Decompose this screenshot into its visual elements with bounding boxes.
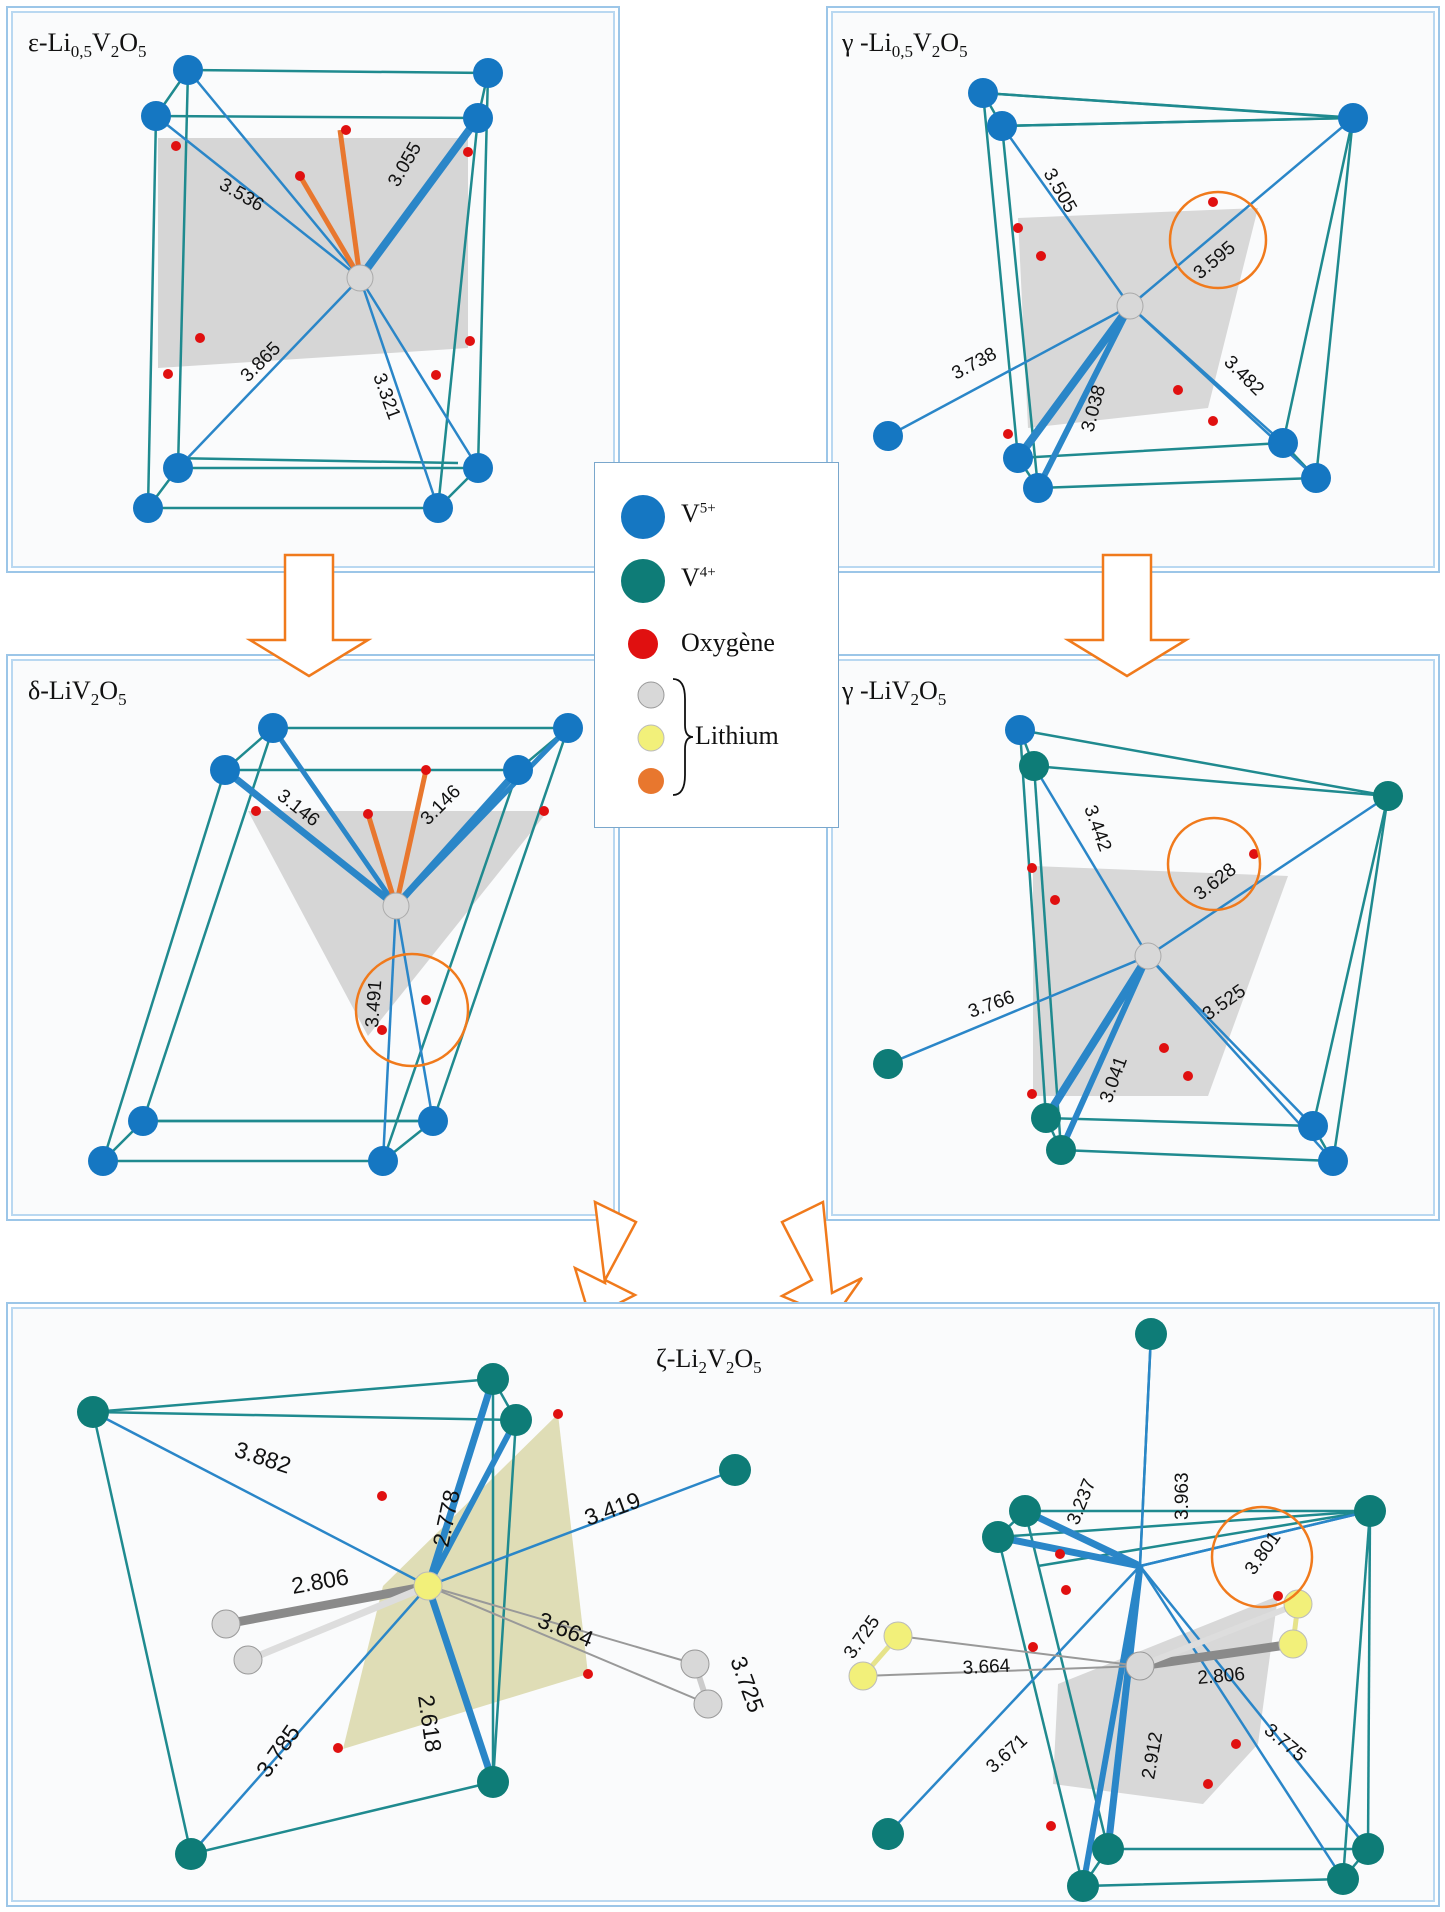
oxygen-swatch bbox=[628, 629, 658, 659]
v5-atoms bbox=[873, 78, 1368, 503]
panel-title: δ-LiV2O5 bbox=[28, 676, 127, 710]
distance-label: 2.806 bbox=[289, 1563, 350, 1599]
v5-swatch bbox=[621, 495, 665, 539]
distance-label: 3.738 bbox=[948, 344, 1000, 385]
lithium-yellow-swatch bbox=[637, 724, 665, 752]
distance-label: 3.725 bbox=[840, 1612, 884, 1663]
bonds-right bbox=[887, 1333, 1371, 1887]
lithium-center-right bbox=[1125, 1651, 1155, 1681]
bonds bbox=[222, 726, 570, 1162]
coordination-polyhedron bbox=[158, 138, 468, 368]
bonds bbox=[887, 765, 1389, 1162]
v4-atoms-left bbox=[77, 1363, 751, 1870]
oxygen-atoms bbox=[1027, 849, 1259, 1099]
coordination-polygon bbox=[343, 1414, 588, 1749]
gamma1-structure: 3.442 3.628 3.766 3.041 3.525 bbox=[873, 715, 1403, 1176]
lithium-atom bbox=[1134, 942, 1162, 970]
highlight-circle bbox=[354, 952, 470, 1068]
v5-atoms bbox=[133, 55, 503, 523]
distance-label: 3.963 bbox=[1172, 1472, 1193, 1520]
v4-swatch bbox=[621, 559, 665, 603]
legend: V5+ V4+ Oxygène Lithium bbox=[594, 462, 839, 828]
legend-v4-label: V4+ bbox=[681, 563, 716, 592]
distance-label: 3.664 bbox=[962, 1656, 1011, 1679]
distance-label: 3.505 bbox=[1039, 165, 1081, 217]
distance-label: 2.806 bbox=[1197, 1664, 1246, 1689]
v4-atoms-right bbox=[872, 1318, 1386, 1902]
panel-title: γ -Li0,5V2O5 bbox=[842, 28, 968, 62]
distance-label: 3.725 bbox=[725, 1653, 769, 1716]
bonds-left bbox=[92, 1377, 736, 1855]
distance-label: 3.775 bbox=[1260, 1720, 1310, 1767]
v4-atoms bbox=[873, 751, 1403, 1165]
distance-label: 3.801 bbox=[1241, 1528, 1285, 1579]
distance-label: 3.785 bbox=[251, 1720, 305, 1782]
highlight-circle bbox=[1210, 1505, 1314, 1609]
distance-label: 3.766 bbox=[966, 987, 1018, 1023]
oxygen-atoms-left bbox=[333, 1409, 593, 1753]
oxygen-atoms bbox=[163, 125, 475, 380]
highlight-circle bbox=[1166, 816, 1262, 912]
lithium-orange-swatch bbox=[638, 768, 664, 794]
bonds bbox=[887, 117, 1354, 490]
panel-gamma-05: γ -Li0,5V2O5 3.505 bbox=[826, 6, 1440, 573]
epsilon-structure: 3.536 3.055 3.865 3.321 bbox=[133, 55, 503, 523]
legend-v5-label: V5+ bbox=[681, 499, 716, 528]
panel-zeta: ζ-Li2V2O5 bbox=[6, 1302, 1440, 1907]
highlight-circle bbox=[1168, 190, 1268, 290]
lithium-center-left bbox=[413, 1571, 443, 1601]
lithium-brace bbox=[672, 678, 694, 796]
panel-epsilon: ε-Li0,5V2O5 3.536 3.0 bbox=[6, 6, 620, 573]
distance-label: 3.882 bbox=[231, 1436, 294, 1479]
lithium-atoms-right bbox=[848, 1589, 1313, 1691]
v5-atoms bbox=[1005, 715, 1348, 1176]
panel-gamma-1: γ -LiV2O5 bbox=[826, 654, 1440, 1221]
panel-title: ζ-Li2V2O5 bbox=[656, 1344, 762, 1378]
distance-label: 3.237 bbox=[1063, 1476, 1100, 1528]
distance-label: 3.671 bbox=[982, 1730, 1031, 1777]
oxygen-atoms-right bbox=[1028, 1549, 1283, 1831]
zeta-structure: 3.882 2.778 3.419 2.806 3.664 3.725 3.78… bbox=[77, 1318, 1386, 1902]
li-li-bonds-left bbox=[225, 1581, 711, 1705]
delta-structure: 3.146 3.146 3.491 bbox=[88, 713, 583, 1176]
lithium-white-swatch bbox=[637, 681, 665, 709]
lithium-atom bbox=[1116, 292, 1144, 320]
panel-title: γ -LiV2O5 bbox=[842, 676, 947, 710]
legend-oxygen-label: Oxygène bbox=[681, 628, 775, 657]
oxygen-atoms bbox=[1003, 197, 1218, 439]
lithium-atoms-left bbox=[211, 1609, 723, 1719]
distance-label: 3.491 bbox=[362, 979, 386, 1028]
panel-title: ε-Li0,5V2O5 bbox=[28, 28, 147, 62]
distance-label: 3.419 bbox=[581, 1487, 644, 1531]
v5-atoms bbox=[88, 713, 583, 1176]
oxygen-atoms bbox=[251, 765, 549, 1035]
gamma05-structure: 3.505 3.595 3.738 3.038 3.482 bbox=[873, 78, 1368, 503]
legend-lithium-label: Lithium bbox=[695, 721, 779, 750]
cell-frame-right bbox=[996, 1333, 1372, 1888]
distance-label: 3.442 bbox=[1079, 803, 1115, 855]
lithium-atom bbox=[346, 264, 374, 292]
panel-delta: δ-LiV2O5 3.146 3 bbox=[6, 654, 620, 1221]
cell-frame-left bbox=[91, 1377, 518, 1856]
lithium-atom bbox=[382, 892, 410, 920]
bonds bbox=[155, 69, 482, 509]
